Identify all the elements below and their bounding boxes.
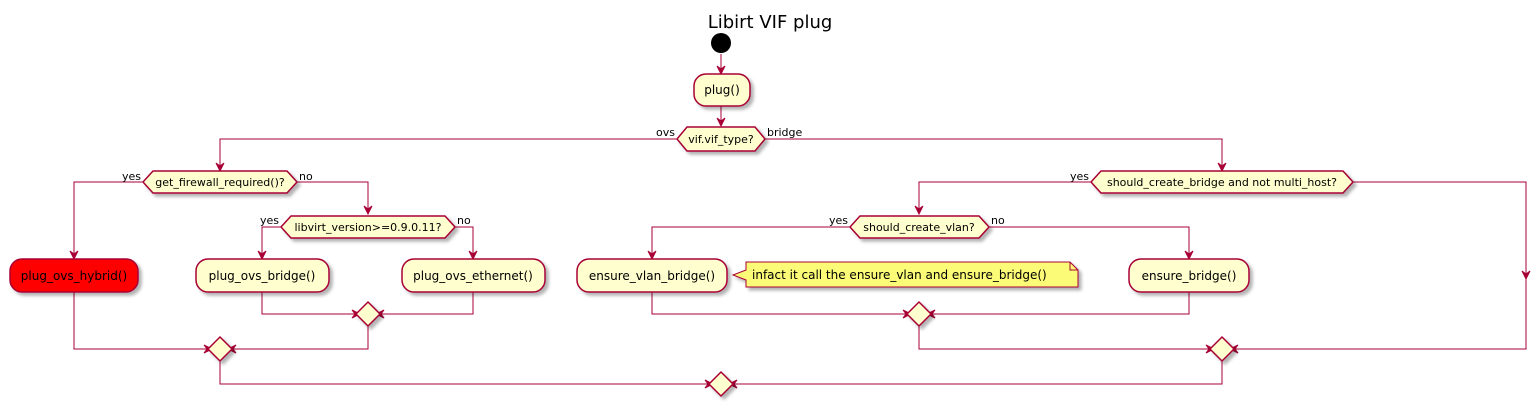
merge-vif-type bbox=[707, 370, 735, 398]
activity-plug-ovs-bridge: plug_ovs_bridge() bbox=[195, 258, 330, 293]
branch-label-libvirt-yes: yes bbox=[260, 214, 279, 227]
flow-edges bbox=[69, 54, 1531, 389]
activity-ensure-bridge-label: ensure_bridge() bbox=[1142, 269, 1237, 283]
activity-plug-ovs-hybrid-label: plug_ovs_hybrid() bbox=[21, 269, 127, 283]
merge-libvirt bbox=[354, 300, 382, 328]
decision-create-vlan: should_create_vlan? bbox=[848, 215, 991, 239]
diagram-title: Libirt VIF plug bbox=[708, 12, 833, 33]
decision-create-bridge-label: should_create_bridge and not multi_host? bbox=[1107, 176, 1337, 189]
merge-create-vlan bbox=[905, 300, 933, 328]
decision-firewall-label: get_firewall_required()? bbox=[155, 176, 285, 189]
branch-label-create-bridge-yes: yes bbox=[1070, 170, 1089, 183]
branch-label-create-vlan-yes: yes bbox=[829, 214, 848, 227]
start-node bbox=[711, 33, 731, 53]
decision-firewall: get_firewall_required()? bbox=[141, 170, 299, 194]
decision-libvirt: libvirt_version>=0.9.0.11? bbox=[279, 215, 457, 239]
activity-plug-label: plug() bbox=[704, 83, 740, 97]
activity-ensure-vlan-bridge-label: ensure_vlan_bridge() bbox=[589, 269, 715, 283]
branch-label-bridge: bridge bbox=[767, 126, 803, 139]
branch-label-libvirt-no: no bbox=[457, 214, 471, 227]
decision-libvirt-label: libvirt_version>=0.9.0.11? bbox=[294, 221, 441, 234]
branch-label-ovs: ovs bbox=[656, 126, 675, 139]
branch-label-firewall-yes: yes bbox=[122, 170, 141, 183]
branch-label-create-vlan-no: no bbox=[991, 214, 1005, 227]
decision-vif-type-label: vif.vif_type? bbox=[688, 133, 754, 146]
activity-ensure-bridge: ensure_bridge() bbox=[1128, 258, 1250, 293]
activity-plug-ovs-ethernet: plug_ovs_ethernet() bbox=[401, 258, 546, 293]
activity-plug-ovs-hybrid: plug_ovs_hybrid() bbox=[9, 258, 139, 293]
decision-create-bridge: should_create_bridge and not multi_host? bbox=[1089, 170, 1355, 194]
activity-plug: plug() bbox=[693, 73, 751, 107]
activity-plug-ovs-bridge-label: plug_ovs_bridge() bbox=[209, 269, 316, 283]
branch-label-firewall-no: no bbox=[299, 170, 313, 183]
decision-vif-type: vif.vif_type? bbox=[676, 126, 766, 152]
activity-plug-ovs-ethernet-label: plug_ovs_ethernet() bbox=[413, 269, 533, 283]
note-text: infact it call the ensure_vlan and ensur… bbox=[752, 268, 1047, 282]
merge-firewall bbox=[206, 335, 234, 363]
decision-create-vlan-label: should_create_vlan? bbox=[863, 221, 975, 234]
note: infact it call the ensure_vlan and ensur… bbox=[731, 261, 1079, 288]
activity-ensure-vlan-bridge: ensure_vlan_bridge() bbox=[576, 258, 728, 293]
merge-create-bridge bbox=[1208, 335, 1236, 363]
